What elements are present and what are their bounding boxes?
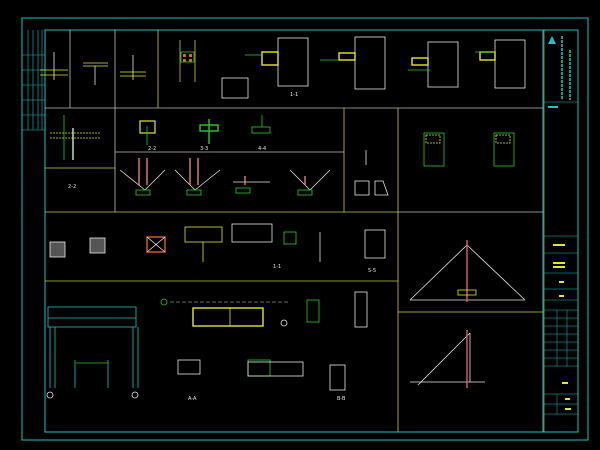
detail-middle-band: 2-2 3-3 4-4 — [50, 115, 515, 196]
section-label: 4-4 — [258, 146, 266, 152]
drawing-frame — [21, 17, 589, 441]
section-label: 5-5 — [368, 268, 376, 274]
section-label: B-B — [337, 396, 346, 402]
title-block — [543, 30, 578, 432]
detail-third-band: 1-1 5-5 — [49, 223, 526, 302]
section-label: 1-1 — [290, 92, 298, 98]
company-logo-icon — [548, 36, 556, 44]
section-label: 1-1 — [273, 264, 281, 270]
binding-strip — [22, 30, 45, 131]
section-label: 2-2 — [68, 184, 76, 190]
section-label: 2-2 — [148, 146, 156, 152]
section-label: 3-3 — [200, 146, 208, 152]
detail-top-row: 1-1 — [40, 36, 526, 99]
company-name-logo — [561, 36, 571, 100]
detail-bottom-band: A-A B-B 2-2 — [46, 184, 485, 402]
section-dividers — [45, 30, 543, 432]
section-label: A-A — [188, 396, 197, 402]
